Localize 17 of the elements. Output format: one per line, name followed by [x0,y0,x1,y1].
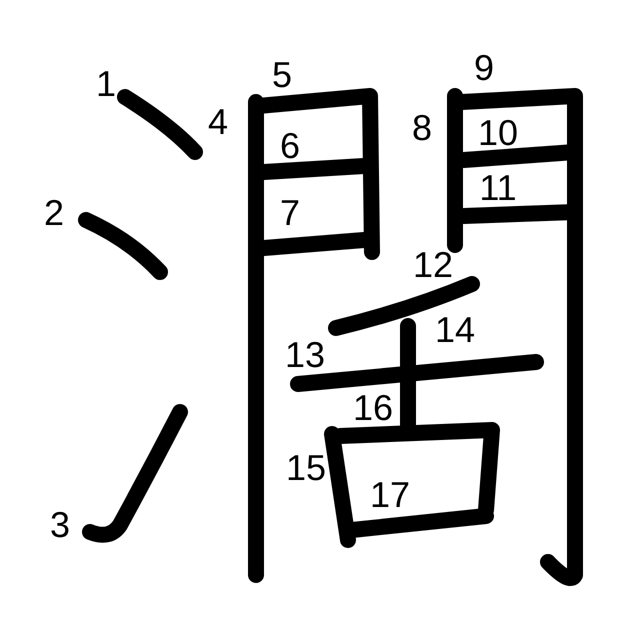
stroke-number: 16 [352,390,394,426]
stroke-number: 8 [412,110,432,146]
stroke-number: 12 [412,247,454,283]
stroke-number: 7 [280,195,300,231]
stroke-number: 15 [286,450,326,486]
stroke-number: 4 [208,104,228,140]
stroke-number: 5 [272,57,292,93]
stroke-number: 17 [370,477,410,513]
stroke-number: 2 [44,195,64,231]
stroke-number: 3 [50,507,70,543]
stroke-number: 10 [478,115,518,151]
stroke-number: 14 [434,312,476,348]
stroke-number: 1 [96,66,116,102]
stroke-number: 6 [280,128,300,164]
stroke-number: 13 [284,337,326,373]
stroke-number: 11 [479,170,517,206]
stroke-number: 9 [474,50,494,86]
